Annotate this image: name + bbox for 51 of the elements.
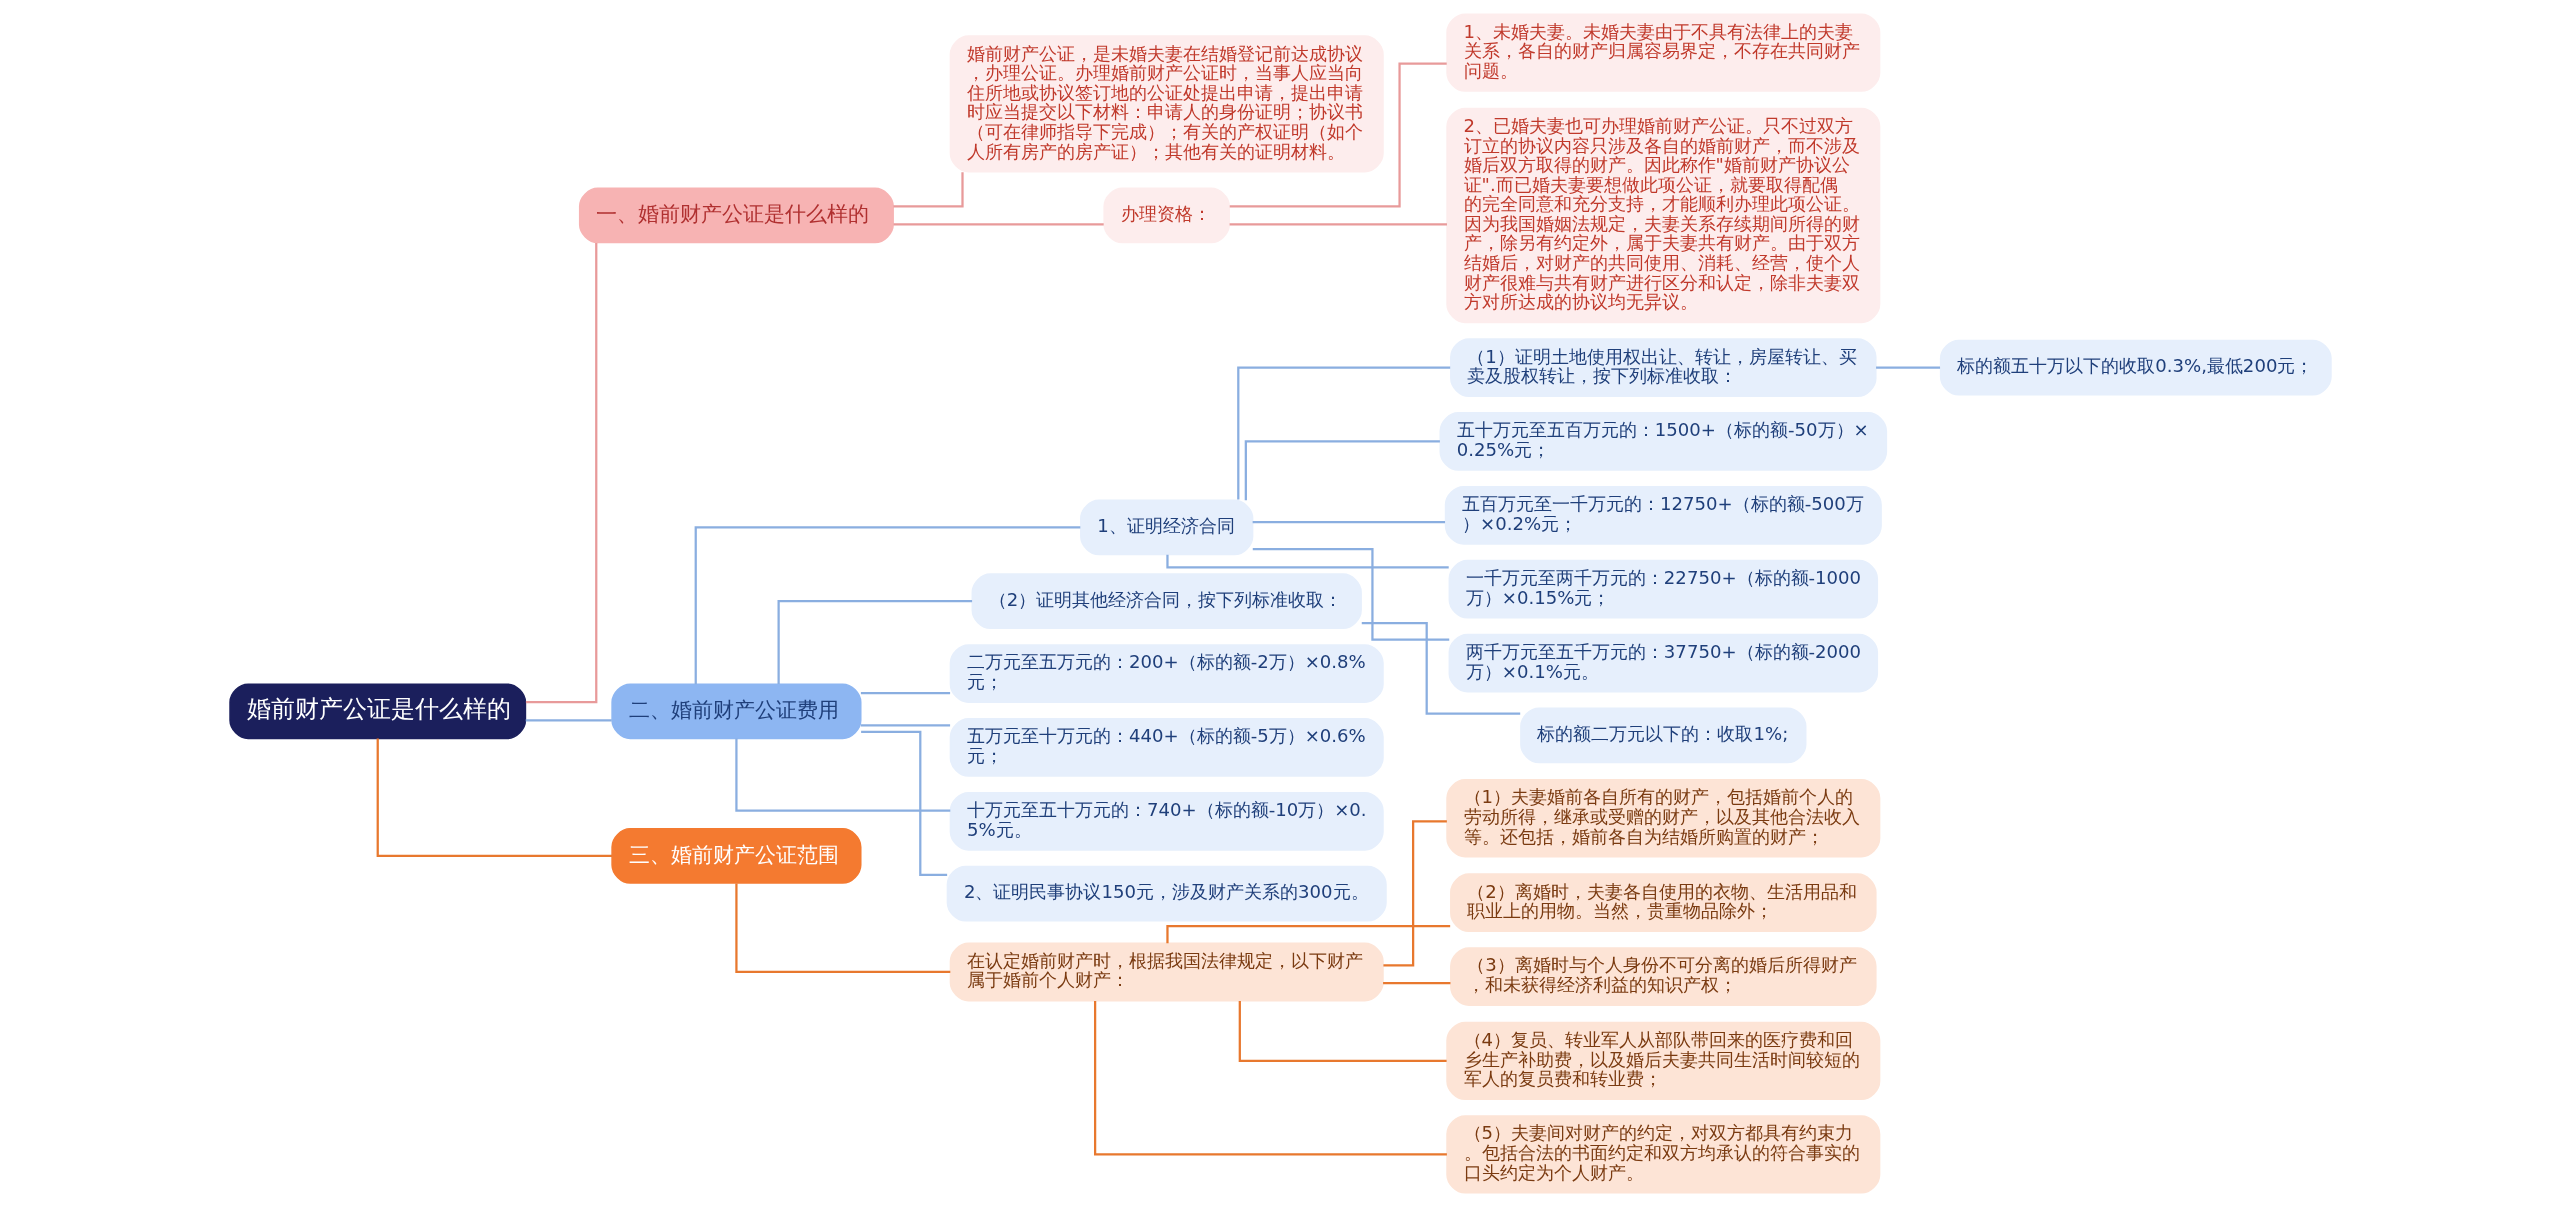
connector xyxy=(892,172,964,208)
node-box: 二、婚前财产公证费用 xyxy=(610,683,861,740)
connector xyxy=(734,883,950,974)
connector xyxy=(525,719,612,722)
node-box: 十万元至五十万元的：740+（标的额-10万）×0.5%元。 xyxy=(949,791,1384,851)
connector xyxy=(1236,366,1450,500)
node-box: 1、证明经济合同 xyxy=(1079,499,1253,556)
node-box: （4）复员、转业军人从部队带回来的医疗费和回乡生产补助费，以及婚后夫妻共同生活时间较短的军人的复员费和转业费； xyxy=(1445,1021,1880,1101)
node-box: （3）离婚时与个人身份不可分离的婚后所得财产，和未获得经济利益的知识产权； xyxy=(1449,947,1877,1006)
connector xyxy=(694,526,1080,685)
node-box: （1）证明土地使用权出让、转让，房屋转让、买卖及股权转让，按下列标准收取： xyxy=(1449,338,1877,398)
node-box: 在认定婚前财产时，根据我国法律规定，以下财产属于婚前个人财产： xyxy=(949,942,1384,1002)
node-box: （2）证明其他经济合同，按下列标准收取： xyxy=(971,573,1362,630)
connector xyxy=(1238,1001,1447,1063)
node-box: 标的额五十万以下的收取0.3%,最低200元； xyxy=(1939,339,2332,396)
node-box: 婚前财产公证，是未婚夫妻在结婚登记前达成协议，办理公证。办理婚前财产公证时，当事人应当向住所地或协议签订地的公证处提出申请，提出申请时应当提交以下材料：申请人的身份证明；协议书（可在律师指导下完成）；有关的产权证明（如个人所有房产的房产证）；其他有关的证明材料。 xyxy=(949,35,1384,173)
connector xyxy=(1229,223,1447,226)
connector xyxy=(860,692,950,695)
connector xyxy=(376,738,612,858)
node-box: （1）夫妻婚前各自所有的财产，包括婚前个人的劳动所得，继承或受赠的财产，以及其他合法收入等。还包括，婚前各自为结婚所购置的财产； xyxy=(1445,779,1880,858)
connector xyxy=(734,738,950,812)
connector xyxy=(1093,1000,1447,1156)
node-box: 2、已婚夫妻也可办理婚前财产公证。只不过双方订立的协议内容只涉及各自的婚前财产，而不涉及婚后双方取得的财产。因此称作"婚前财产协议公证".而已婚夫妻要想做此项公证，就要取得配偶的完全同意和充分支持，才能顺利办理此项公证。因为我国婚姻法规定，夫妻关系存续期间所得的财产，除另有约定外，属于夫妻共有财产。由于双方结婚后，对财产的共同使用、消耗、经营，使个人财产很难与共有财产进行区分和认定，除非夫妻双方对所达成的协议均无异议。 xyxy=(1445,107,1880,324)
connector xyxy=(1252,548,1449,641)
connector xyxy=(777,600,972,685)
node-box: 1、未婚夫妻。未婚夫妻由于不具有法律上的夫妻关系，各自的财产归属容易界定，不存在共同财产问题。 xyxy=(1445,13,1880,92)
node-box: （5）夫妻间对财产的约定，对双方都具有约束力。包括合法的书面约定和双方均承认的符合事实的口头约定为个人财产。 xyxy=(1445,1115,1880,1194)
connector xyxy=(1252,521,1445,524)
node-box: 五十万元至五百万元的：1500+（标的额-50万）×0.25%元； xyxy=(1439,412,1887,471)
node-box: 两千万元至五千万元的：37750+（标的额-2000万）×0.1%元。 xyxy=(1448,633,1878,693)
node-box: 五百万元至一千万元的：12750+（标的额-500万）×0.2%元； xyxy=(1444,485,1882,545)
connector xyxy=(1244,440,1440,501)
connector xyxy=(1875,366,1940,369)
connector xyxy=(1165,924,1450,944)
node-box: 2、证明民事协议150元，涉及财产关系的300元。 xyxy=(946,865,1387,922)
connector xyxy=(1165,554,1449,569)
connector xyxy=(860,724,950,727)
node-box: 标的额二万元以下的：收取1%; xyxy=(1519,707,1806,764)
node-box: 二万元至五万元的：200+（标的额-2万）×0.8%元； xyxy=(949,644,1384,703)
node-box: 一千万元至两千万元的：22750+（标的额-1000万）×0.15%元； xyxy=(1448,559,1878,619)
connector xyxy=(893,223,1104,226)
node-box: 三、婚前财产公证范围 xyxy=(610,828,861,884)
node-box: 婚前财产公证是什么样的 xyxy=(228,683,526,740)
connector xyxy=(525,243,597,704)
connector xyxy=(1229,62,1447,208)
node-box: （2）离婚时，夫妻各自使用的衣物、生活用品和职业上的用物。当然，贵重物品除外； xyxy=(1449,873,1877,933)
node-box: 办理资格： xyxy=(1102,187,1230,244)
connector xyxy=(1382,981,1450,985)
connector xyxy=(1361,621,1520,715)
node-box: 五万元至十万元的：440+（标的额-5万）×0.6%元； xyxy=(949,718,1384,777)
node-box: 一、婚前财产公证是什么样的 xyxy=(578,187,894,244)
